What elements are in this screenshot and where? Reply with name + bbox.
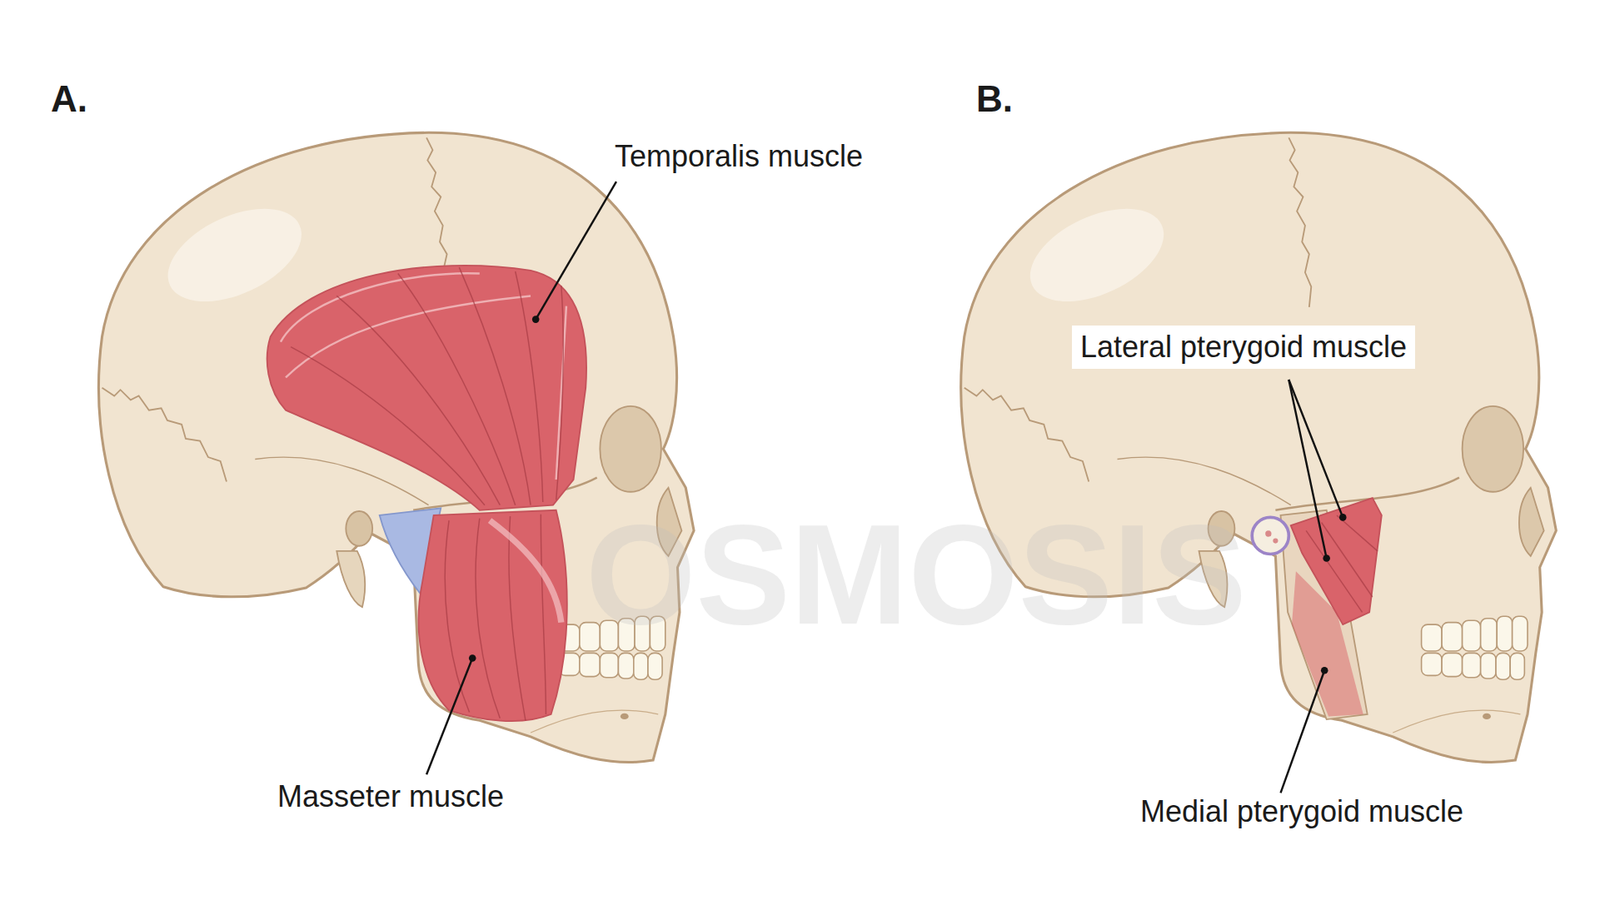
muscle-label: Masseter muscle: [277, 778, 504, 815]
watermark: OSMOSIS: [585, 489, 1247, 660]
muscle-label: Lateral pterygoid muscle: [1071, 325, 1416, 369]
panel-letter: B.: [976, 77, 1013, 122]
muscle-label: Temporalis muscle: [614, 138, 863, 175]
muscle-label: Medial pterygoid muscle: [1140, 793, 1464, 830]
panel-letter: A.: [50, 77, 88, 122]
